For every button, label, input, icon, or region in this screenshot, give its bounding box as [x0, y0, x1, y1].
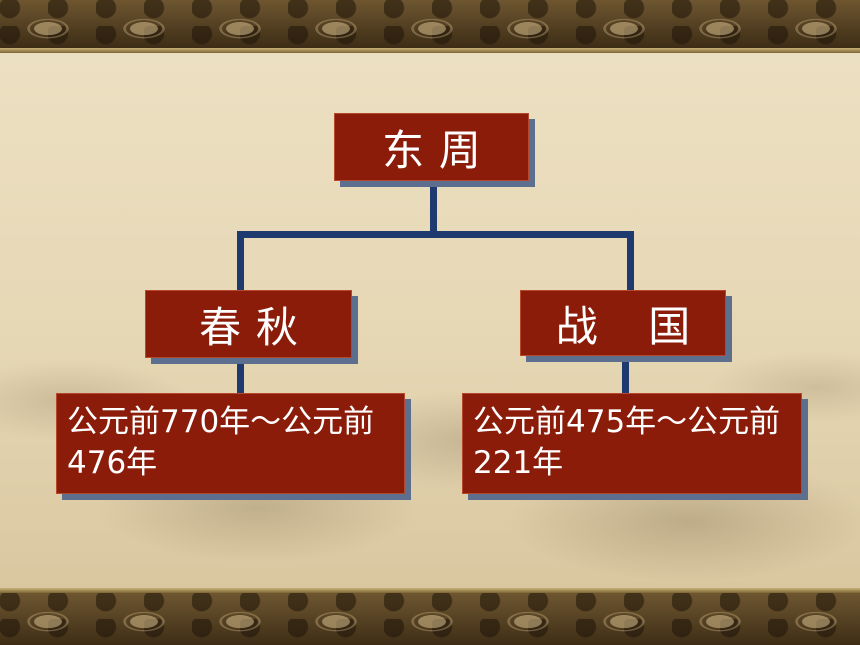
node-chunqiu: 春秋	[145, 290, 352, 358]
connector-right-drop	[627, 231, 634, 293]
node-dongzhou: 东周	[334, 113, 529, 181]
border-rule-bottom	[0, 588, 860, 593]
node-zhanguo-label: 战国	[555, 301, 741, 351]
node-zhanguo: 战国	[520, 290, 726, 356]
border-rule-top	[0, 48, 860, 53]
period-zhanguo-text: 公元前475年～公元前221年	[473, 404, 781, 481]
connector-right-period	[622, 355, 629, 395]
node-dongzhou-label: 东周	[382, 125, 496, 175]
connector-root-stem	[430, 180, 437, 234]
connector-left-period	[237, 357, 244, 395]
decorative-border-bottom	[0, 593, 860, 645]
period-zhanguo: 公元前475年～公元前221年	[462, 393, 802, 494]
period-chunqiu-text: 公元前770年～公元前476年	[67, 404, 375, 481]
period-chunqiu: 公元前770年～公元前476年	[56, 393, 405, 494]
connector-horizontal	[237, 231, 634, 238]
node-chunqiu-label: 春秋	[199, 302, 313, 352]
decorative-border-top	[0, 0, 860, 48]
connector-left-drop	[237, 231, 244, 293]
